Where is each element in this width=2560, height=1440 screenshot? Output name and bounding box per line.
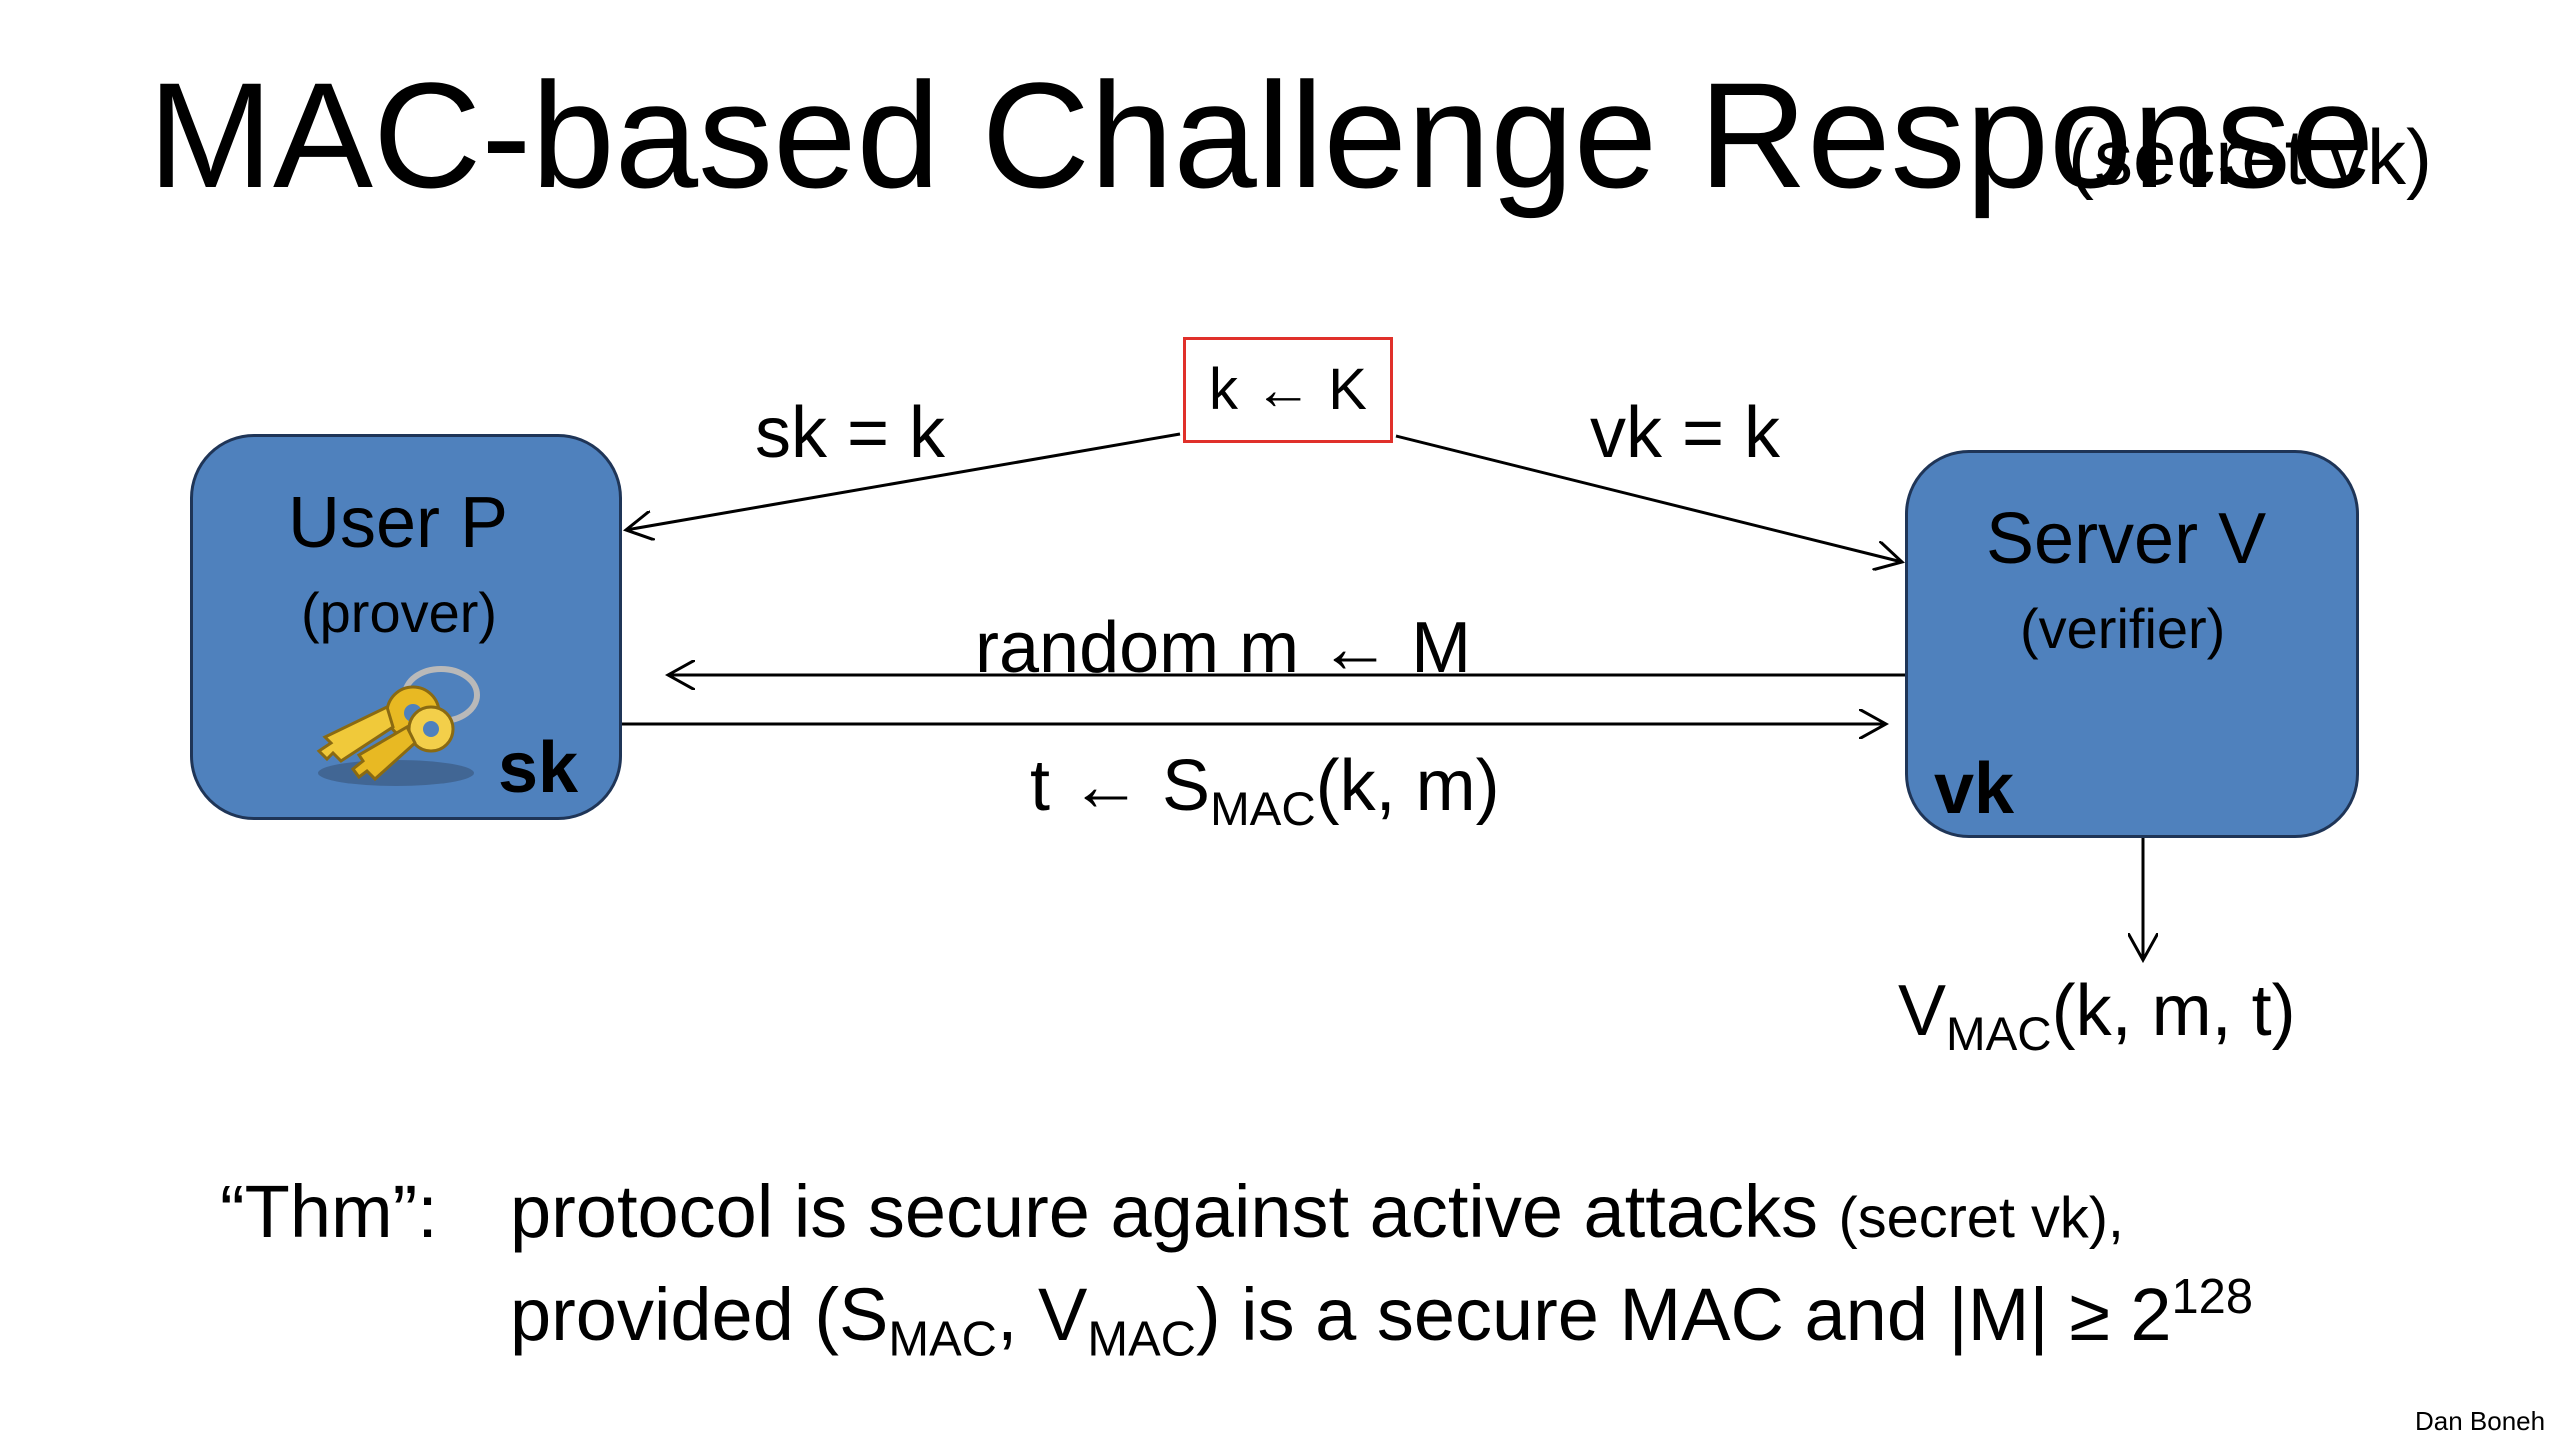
user-name: User P (288, 483, 509, 563)
verify-v: V (1898, 971, 1947, 1051)
response-arrow: ← (1070, 746, 1143, 826)
vk-equals-k-label: vk = k (1590, 393, 1781, 473)
response-sub: MAC (1210, 783, 1316, 837)
key-space: K (1328, 357, 1367, 422)
theorem-sub-1: MAC (888, 1312, 997, 1367)
theorem-note: (secret vk), (1838, 1186, 2124, 1250)
user-prover-box: User P (prover) sk (190, 434, 622, 820)
slide-title: MAC-based Challenge Response (148, 51, 2375, 219)
arrow-key-to-server (1395, 434, 1902, 562)
keys-icon (316, 666, 480, 786)
verify-sub: MAC (1946, 1008, 2052, 1062)
title-note: (secret vk) (2068, 113, 2433, 201)
theorem-line-2: provided (SMAC, VMAC) is a secure MAC an… (510, 1273, 2253, 1364)
verify-label: VMAC(k, m, t) (1898, 975, 2296, 1058)
response-label: t ← SMAC(k, m) (1030, 750, 1500, 833)
key-arrow: ← (1254, 357, 1313, 422)
user-secret-key: sk (498, 728, 579, 808)
challenge-set: M (1411, 608, 1472, 688)
theorem-line2-a: provided (S (510, 1273, 889, 1356)
user-role: (prover) (301, 581, 498, 644)
server-verifier-box: Server V (verifier) vk (1905, 450, 2359, 838)
response-args: (k, m) (1315, 746, 1500, 826)
author-credit: Dan Boneh (2415, 1406, 2546, 1436)
server-name: Server V (1986, 499, 2267, 579)
server-verification-key: vk (1934, 749, 2015, 829)
response-s: S (1162, 746, 1211, 826)
challenge-arrow: ← (1319, 608, 1392, 688)
theorem-sup: 128 (2171, 1270, 2253, 1325)
response-t: t (1030, 746, 1051, 826)
challenge-prefix: random m (975, 608, 1300, 688)
challenge-label: random m ← M (975, 612, 1471, 684)
theorem-line2-c: ) is a secure MAC and |M| ≥ 2 (1195, 1273, 2172, 1356)
theorem-prefix: “Thm”: (220, 1170, 438, 1253)
arrow-key-to-user (626, 432, 1181, 530)
theorem-line2-b: , V (996, 1273, 1088, 1356)
verify-args: (k, m, t) (2051, 971, 2296, 1051)
theorem-line-1: protocol is secure against active attack… (510, 1175, 2124, 1249)
key-k: k (1209, 357, 1239, 422)
theorem-main: protocol is secure against active attack… (510, 1170, 1818, 1253)
sk-equals-k-label: sk = k (755, 393, 946, 473)
theorem-sub-2: MAC (1087, 1312, 1196, 1367)
server-role: (verifier) (2020, 597, 2226, 660)
key-generation-box: k ← K (1183, 337, 1393, 443)
